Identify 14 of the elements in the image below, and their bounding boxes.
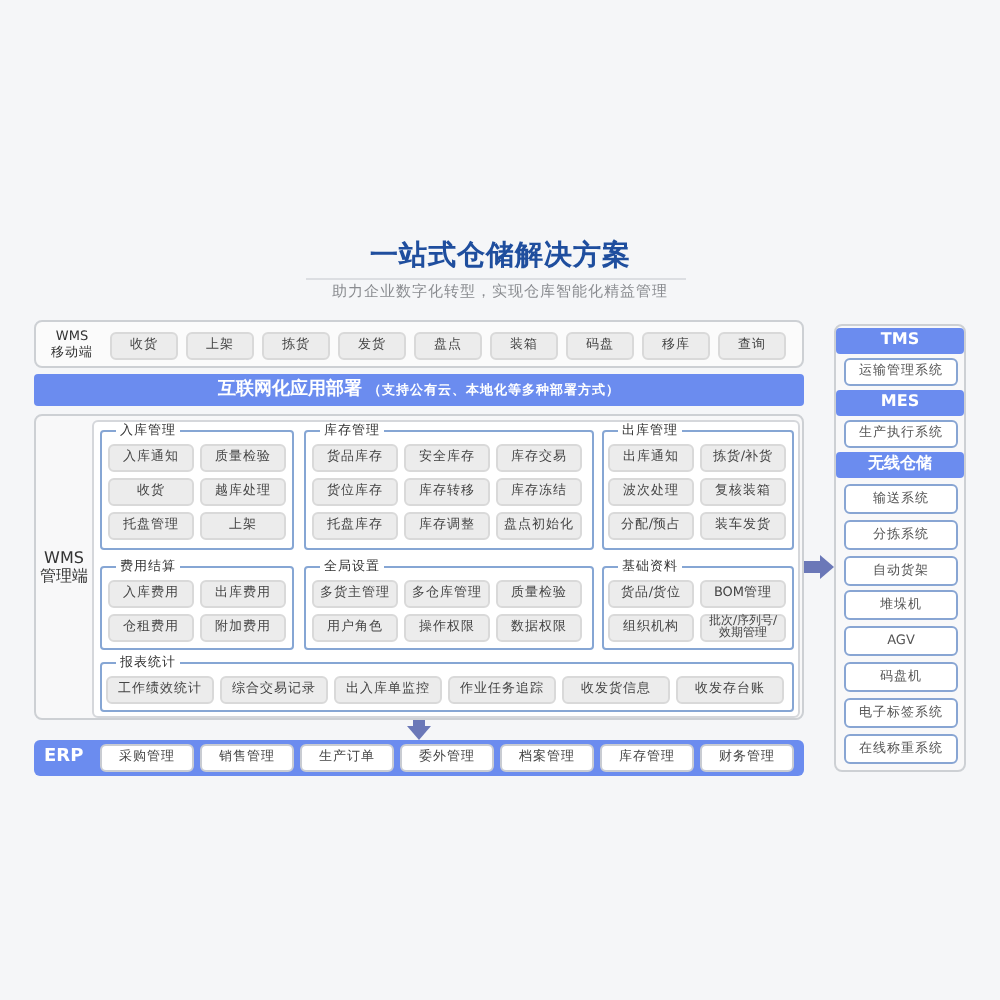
bar-label: ERP	[44, 747, 84, 769]
title: 一站式仓储解决方案	[369, 240, 631, 274]
panel-box	[834, 324, 966, 772]
section-header: TMS	[836, 328, 964, 354]
arrow	[407, 720, 431, 740]
erp-bar	[34, 740, 804, 776]
panel-box	[34, 414, 804, 720]
banner-title: 互联网化应用部署	[218, 379, 362, 401]
panel-box	[34, 320, 804, 368]
arrow	[804, 555, 834, 579]
panel-label: WMS 管理端	[40, 548, 88, 586]
banner-bar	[34, 374, 804, 406]
section-header: MES	[836, 390, 964, 416]
section-header: 无线仓储	[836, 452, 964, 478]
